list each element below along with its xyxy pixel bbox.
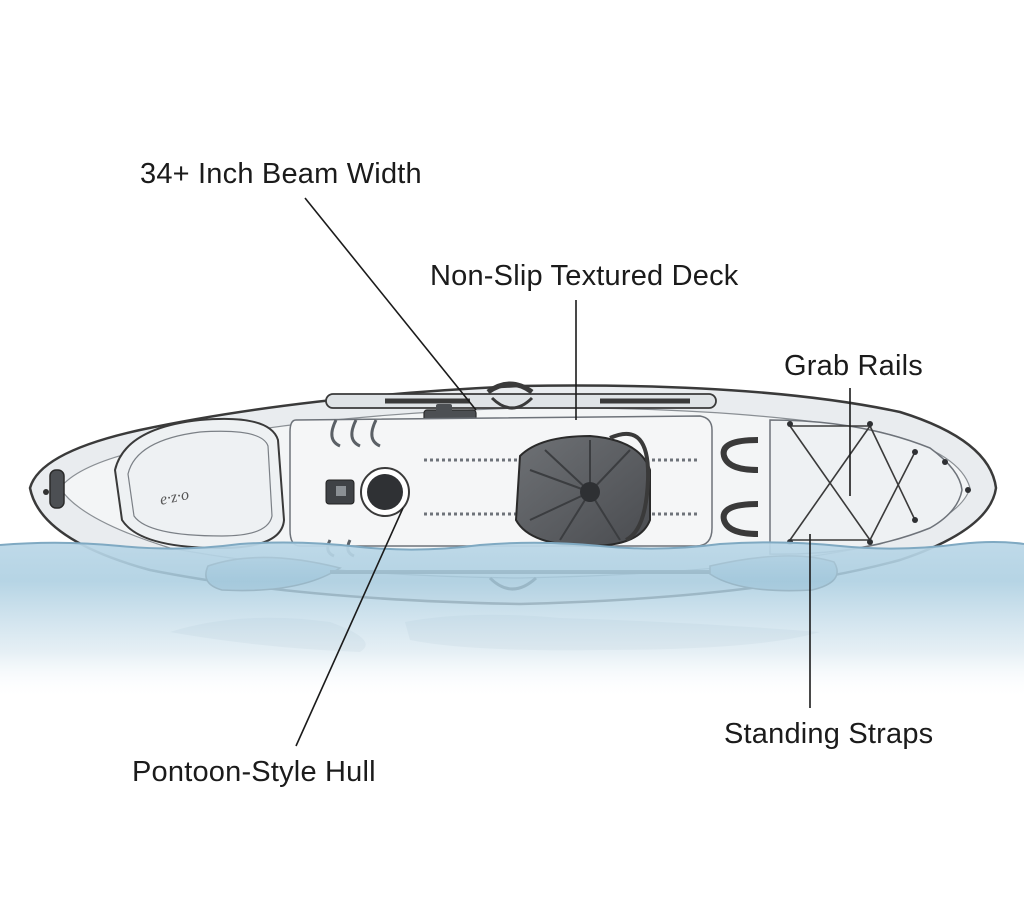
bungee-cord-icon bbox=[789, 425, 916, 541]
hatch-icon: e·z·o bbox=[113, 417, 286, 550]
callout-deck: Non-Slip Textured Deck bbox=[430, 260, 739, 292]
switch-box-icon bbox=[325, 479, 355, 505]
round-hatch-icon bbox=[360, 467, 410, 517]
callout-grab-rails: Grab Rails bbox=[784, 350, 923, 382]
water bbox=[0, 542, 1024, 700]
standing-strap-handles bbox=[720, 437, 759, 537]
callout-hull: Pontoon-Style Hull bbox=[132, 756, 376, 788]
callout-standing-straps: Standing Straps bbox=[724, 718, 934, 750]
leader-lines bbox=[295, 197, 851, 747]
leader-hull bbox=[295, 507, 404, 747]
handle-icon bbox=[43, 469, 65, 509]
leader-beam-width bbox=[304, 197, 477, 411]
svg-text:e·z·o: e·z·o bbox=[158, 486, 190, 509]
seat-icon bbox=[514, 431, 651, 548]
callout-beam-width: 34+ Inch Beam Width bbox=[140, 158, 422, 190]
top-rail bbox=[325, 381, 717, 410]
